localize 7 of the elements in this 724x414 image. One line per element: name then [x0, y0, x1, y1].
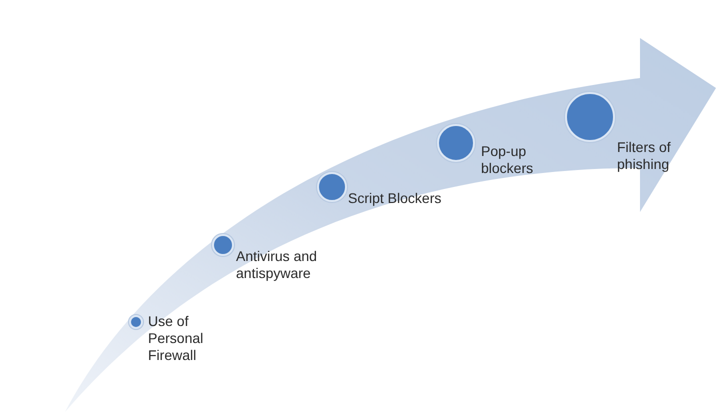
step-label: Use of Personal Firewall — [148, 313, 204, 364]
step-label: Filters of phishing — [617, 139, 672, 173]
step-label: Pop-up blockers — [481, 143, 534, 177]
circle-marker — [129, 315, 143, 329]
step-label: Script Blockers — [348, 190, 442, 207]
step-label: Antivirus and antispyware — [236, 248, 318, 282]
circle-marker — [212, 234, 234, 256]
